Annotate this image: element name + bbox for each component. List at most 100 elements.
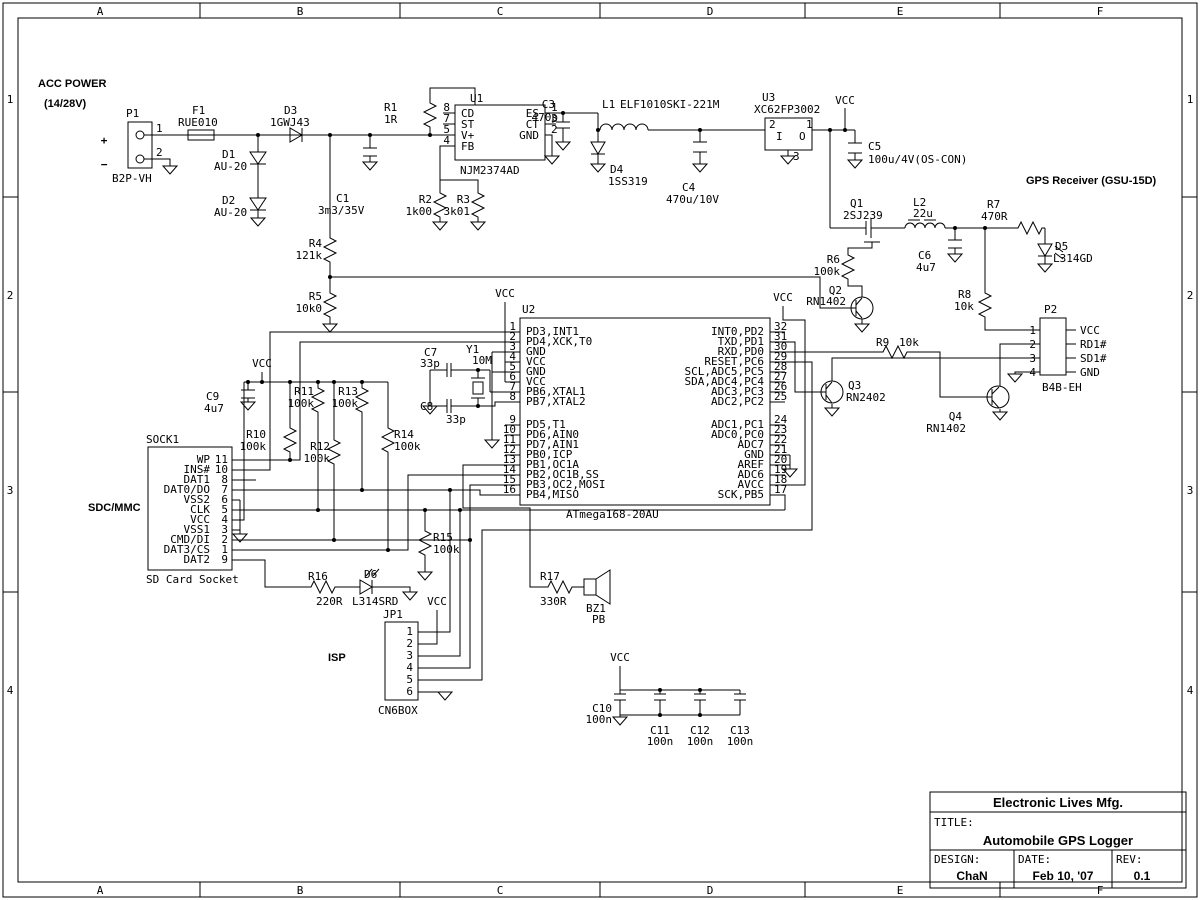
r2-val: 1k00 xyxy=(406,205,433,218)
r10-ref: R10 xyxy=(246,428,266,441)
d3-part: 1GWJ43 xyxy=(270,116,310,129)
ground-icon xyxy=(847,159,863,169)
ground-symbols xyxy=(162,141,1053,726)
u1-num-2: 2 xyxy=(551,123,558,136)
wires-sdcard xyxy=(232,372,426,592)
r11-ref: R11 xyxy=(294,385,314,398)
jp1-n6: 6 xyxy=(406,685,413,698)
r13-ref: R13 xyxy=(338,385,358,398)
u2-l16: PB4,MISO xyxy=(526,488,579,501)
capacitor-c1 xyxy=(363,147,377,157)
u2-n19: 19 xyxy=(774,463,787,476)
u2-n1: 1 xyxy=(509,320,516,333)
ground-icon xyxy=(612,716,628,726)
ic-u2-box xyxy=(519,317,771,506)
u2-part: ATmega168-20AU xyxy=(566,508,659,521)
u2-r26: ADC3,PC3 xyxy=(711,385,764,398)
u2-l4: VCC xyxy=(526,355,546,368)
ground-icon xyxy=(1037,263,1053,273)
p2-ref: P2 xyxy=(1044,303,1057,316)
u2-n30: 30 xyxy=(774,340,787,353)
capacitor-c3 xyxy=(556,121,570,129)
c9-ref: C9 xyxy=(206,390,219,403)
ground-icon xyxy=(232,533,248,543)
p2-sig-vcc: VCC xyxy=(1080,324,1100,337)
capacitor-c13 xyxy=(734,693,746,701)
q1-part: 2SJ239 xyxy=(843,209,883,222)
border-row-left-4: 4 xyxy=(7,684,14,697)
capacitor-c11 xyxy=(654,693,666,701)
u2-r17: SCK,PB5 xyxy=(718,488,764,501)
u2-n6: 6 xyxy=(509,370,516,383)
r9-val: 10k xyxy=(899,336,919,349)
u2-n18: 18 xyxy=(774,473,787,486)
u2-l15: PB3,OC2,MOSI xyxy=(526,478,605,491)
c6-val: 4u7 xyxy=(916,261,936,274)
p1-pin2-num: 2 xyxy=(156,146,163,159)
u1-part: NJM2374AD xyxy=(460,164,520,177)
ic-u3-box xyxy=(764,117,813,151)
company-name: Electronic Lives Mfg. xyxy=(993,795,1123,810)
u2-r24: ADC1,PC1 xyxy=(711,418,764,431)
r3-val: 3k01 xyxy=(444,205,471,218)
r5-ref: R5 xyxy=(309,290,322,303)
sd-n7: 7 xyxy=(221,483,228,496)
sd-vcc: VCC xyxy=(190,513,210,526)
border-col-top-D: D xyxy=(707,5,714,18)
r17-val: 330R xyxy=(540,595,567,608)
bz1-ref: BZ1 xyxy=(586,602,606,615)
f1-part: RUE010 xyxy=(178,116,218,129)
r14-val: 100k xyxy=(394,440,421,453)
sdc-mmc-label: SDC/MMC xyxy=(88,502,141,514)
u2-n12: 12 xyxy=(503,443,516,456)
ic-u1-box xyxy=(454,104,546,161)
u2-n9: 9 xyxy=(509,413,516,426)
d4-part: 1SS319 xyxy=(608,175,648,188)
resistor-r3 xyxy=(470,190,486,220)
c11-ref: C11 xyxy=(650,724,670,737)
u2-r18: AVCC xyxy=(738,478,765,491)
u1-num-5: 5 xyxy=(443,123,450,136)
vcc-byp: VCC xyxy=(610,651,630,664)
u2-n4: 4 xyxy=(509,350,516,363)
u2-l13: PB1,OC1A xyxy=(526,458,579,471)
ground-icon xyxy=(402,591,418,601)
sd-vss2: VSS2 xyxy=(184,493,211,506)
capacitor-c8 xyxy=(446,399,452,413)
d2-part: AU-20 xyxy=(214,206,247,219)
c8-val: 33p xyxy=(446,413,466,426)
u1-pin-cd: CD xyxy=(461,107,474,120)
date-value: Feb 10, '07 xyxy=(1033,869,1094,883)
c6-ref: C6 xyxy=(918,249,931,262)
r3-ref: R3 xyxy=(457,193,470,206)
u3-part: XC62FP3002 xyxy=(754,103,820,116)
u1-num-7: 7 xyxy=(443,112,450,125)
border-row-left-2: 2 xyxy=(7,289,14,302)
y1-ref: Y1 xyxy=(466,343,479,356)
ground-icon xyxy=(824,407,840,417)
p2-sig-rd1: RD1# xyxy=(1080,338,1107,351)
led-d6 xyxy=(359,568,380,595)
ground-icon xyxy=(162,165,178,175)
jp1-n5: 5 xyxy=(406,673,413,686)
r1-ref: R1 xyxy=(384,101,397,114)
c1-ref: C1 xyxy=(336,192,349,205)
u2-n23: 23 xyxy=(774,423,787,436)
connector-jp1 xyxy=(384,621,419,701)
u2-l10: PD6,AIN0 xyxy=(526,428,579,441)
u2-l3: GND xyxy=(526,345,546,358)
u2-n7: 7 xyxy=(509,380,516,393)
d1-part: AU-20 xyxy=(214,160,247,173)
wires-mcu-right xyxy=(418,306,813,681)
jp1-n4: 4 xyxy=(406,661,413,674)
u2-r30: RXD,PD0 xyxy=(718,345,764,358)
c7-ref: C7 xyxy=(424,346,437,359)
gps-receiver-label: GPS Receiver (GSU-15D) xyxy=(1026,175,1157,187)
ground-icon xyxy=(437,691,453,701)
ground-icon xyxy=(590,163,606,173)
sd-n5: 5 xyxy=(221,503,228,516)
p1-part: B2P-VH xyxy=(112,172,152,185)
labels-layer: ACC POWER(14/28V)GPS Receiver (GSU-15D)S… xyxy=(38,78,1157,748)
diode-d1 xyxy=(249,151,267,165)
